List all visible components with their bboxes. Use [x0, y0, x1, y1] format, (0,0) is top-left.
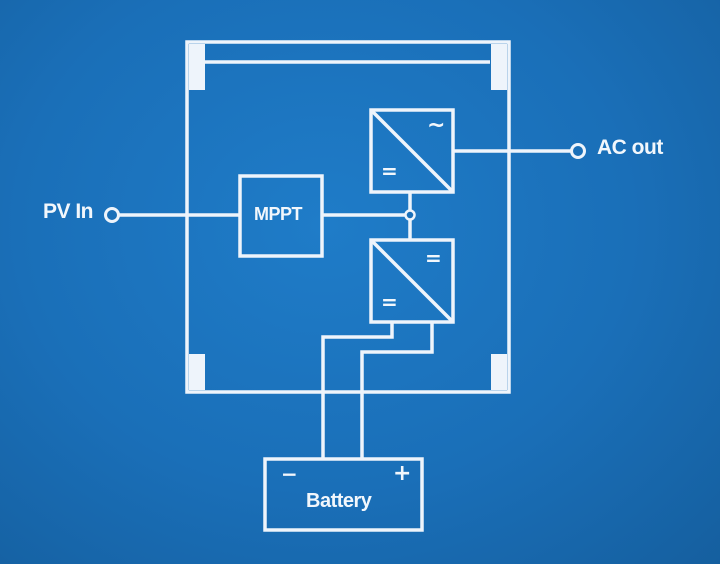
charger-dc-symbol-top: = — [425, 246, 442, 270]
corner-tab-bottom-left — [189, 354, 205, 390]
junction-node — [404, 209, 416, 221]
corner-tab-bottom-right — [491, 354, 507, 390]
corner-tab-top-right — [491, 44, 507, 90]
battery-block — [263, 457, 424, 532]
battery-negative-wire — [321, 322, 394, 460]
battery-label: Battery — [306, 490, 372, 512]
inverter-diagonal — [369, 108, 455, 194]
ac-out-terminal — [570, 143, 586, 159]
charger-dc-symbol-bottom: = — [381, 290, 398, 314]
pv-in-label: PV In — [43, 200, 94, 223]
battery-plus-symbol: + — [393, 461, 412, 486]
charger-diagonal — [369, 238, 455, 324]
ac-out-label: AC out — [597, 136, 663, 159]
inverter-dc-symbol: = — [381, 159, 398, 183]
pv-in-terminal — [104, 207, 120, 223]
inverter-ac-symbol: ~ — [427, 113, 446, 138]
charger-block — [369, 238, 455, 324]
corner-tab-top-left — [189, 44, 205, 90]
battery-positive-wire — [360, 322, 434, 460]
battery-minus-symbol: − — [281, 462, 298, 486]
enclosure-frame — [185, 40, 511, 394]
mppt-label: MPPT — [254, 204, 303, 224]
